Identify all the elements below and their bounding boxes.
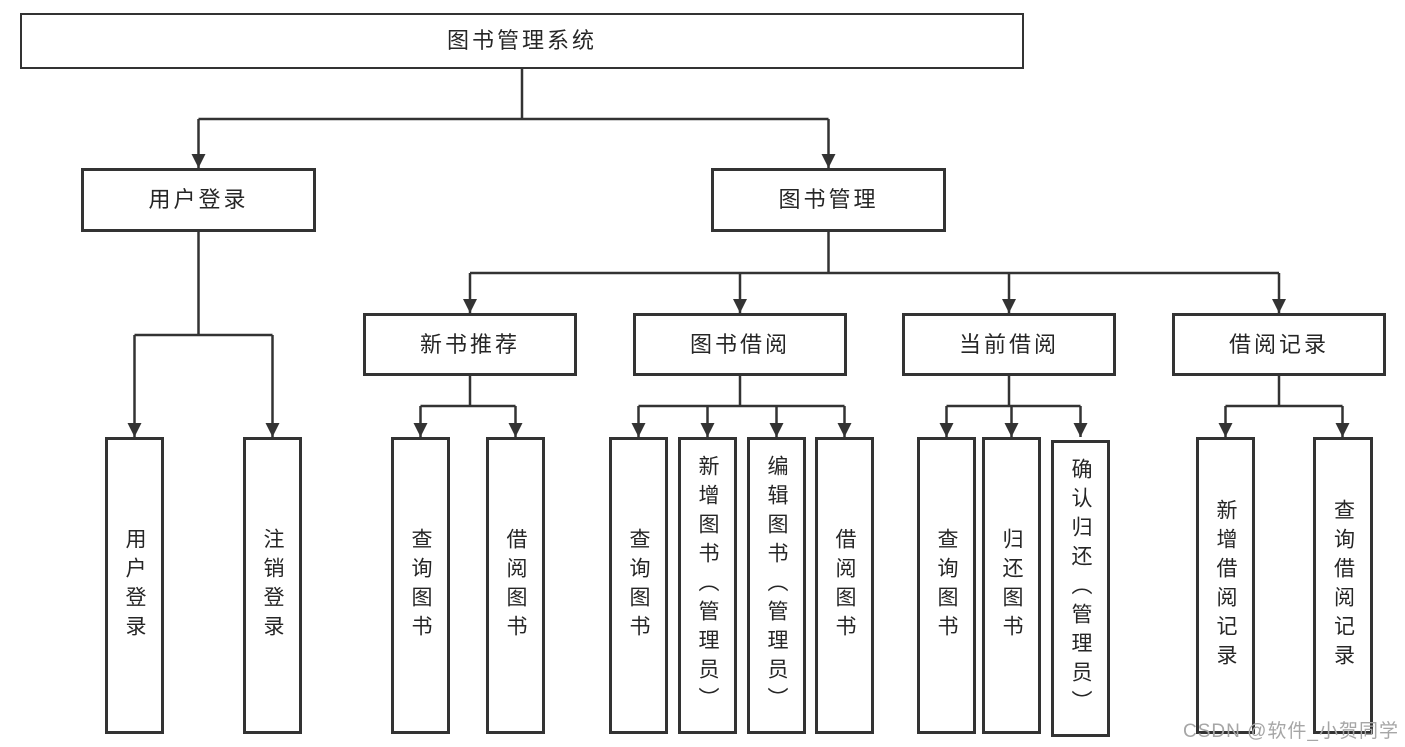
leaf-cb-return-books: 归还图书 — [982, 437, 1041, 734]
edge-new-book-recommend-children — [413, 376, 523, 437]
leaf-cb-confirm-return-admin-label: 确认归还（管理员） — [1069, 458, 1092, 719]
leaf-br-query-record-label: 查询借阅记录 — [1331, 498, 1355, 673]
leaf-user-login-label: 用户登录 — [123, 527, 146, 644]
node-book-management: 图书管理 — [711, 168, 946, 232]
leaf-bb-add-books-admin: 新增图书（管理员） — [678, 437, 737, 734]
node-library-system-label: 图书管理系统 — [446, 28, 597, 53]
leaf-cb-query-books: 查询图书 — [917, 437, 976, 734]
node-current-borrowing-label: 当前借阅 — [958, 331, 1059, 357]
leaf-bb-borrow-books: 借阅图书 — [815, 437, 874, 734]
node-user-login: 用户登录 — [81, 168, 316, 232]
leaf-br-add-record-label: 新增借阅记录 — [1214, 498, 1237, 673]
leaf-user-login: 用户登录 — [105, 437, 164, 734]
node-new-book-recommend: 新书推荐 — [363, 313, 577, 376]
node-library-system: 图书管理系统 — [20, 13, 1024, 69]
node-current-borrowing: 当前借阅 — [902, 313, 1116, 376]
leaf-cb-query-books-label: 查询图书 — [935, 527, 958, 644]
node-borrowing-records-label: 借阅记录 — [1228, 331, 1329, 357]
leaf-nbr-borrow-books-label: 借阅图书 — [504, 527, 527, 644]
node-book-borrowing: 图书借阅 — [633, 313, 847, 376]
node-borrowing-records: 借阅记录 — [1172, 313, 1386, 376]
leaf-bb-query-books: 查询图书 — [609, 437, 668, 734]
leaf-br-add-record: 新增借阅记录 — [1196, 437, 1255, 734]
leaf-logout: 注销登录 — [243, 437, 302, 734]
edge-current-borrowing-children — [939, 376, 1088, 437]
edge-user-login-children — [127, 232, 280, 437]
leaf-bb-query-books-label: 查询图书 — [627, 527, 650, 644]
leaf-bb-edit-books-admin-label: 编辑图书（管理员） — [765, 455, 788, 716]
edge-borrowing-records-children — [1218, 376, 1350, 437]
leaf-logout-label: 注销登录 — [261, 527, 284, 644]
leaf-bb-edit-books-admin: 编辑图书（管理员） — [747, 437, 806, 734]
leaf-bb-add-books-admin-label: 新增图书（管理员） — [696, 455, 719, 716]
leaf-cb-return-books-label: 归还图书 — [1000, 527, 1023, 644]
node-user-login-label: 用户登录 — [148, 187, 249, 212]
leaf-bb-borrow-books-label: 借阅图书 — [833, 527, 856, 644]
node-book-management-label: 图书管理 — [778, 187, 879, 212]
node-new-book-recommend-label: 新书推荐 — [419, 331, 520, 357]
leaf-br-query-record: 查询借阅记录 — [1313, 437, 1373, 734]
leaf-cb-confirm-return-admin: 确认归还（管理员） — [1051, 440, 1110, 737]
edge-book-management-children — [463, 232, 1286, 313]
edge-book-borrowing-children — [631, 376, 852, 437]
node-book-borrowing-label: 图书借阅 — [689, 331, 790, 357]
leaf-nbr-borrow-books: 借阅图书 — [486, 437, 545, 734]
watermark-text: CSDN @软件_小贺同学 — [1183, 721, 1399, 742]
edge-root-to-level2 — [191, 69, 836, 168]
leaf-nbr-query-books-label: 查询图书 — [409, 527, 432, 644]
leaf-nbr-query-books: 查询图书 — [391, 437, 450, 734]
